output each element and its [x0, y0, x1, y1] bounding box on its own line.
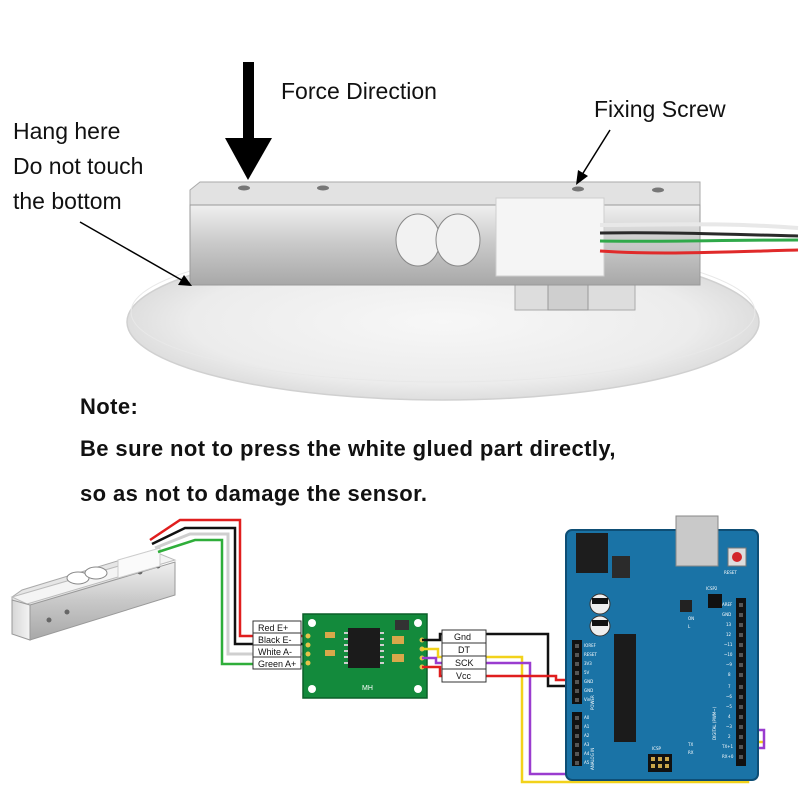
- microcontroller: [614, 634, 636, 742]
- pin-label-dt: DT: [458, 645, 470, 655]
- svg-text:4: 4: [728, 714, 731, 719]
- svg-text:12: 12: [726, 632, 732, 637]
- header-labels: AREF GND 13 12 ~11 ~10 ~9 8 7 ~6 ~5 4 ~3…: [721, 602, 734, 759]
- svg-text:A3: A3: [584, 742, 590, 747]
- svg-text:A0: A0: [584, 715, 590, 720]
- svg-text:GND: GND: [584, 688, 593, 693]
- wire-label-red: Red E+: [258, 623, 288, 633]
- load-cell-small: [10, 547, 177, 641]
- svg-text:ICSP: ICSP: [652, 746, 662, 751]
- svg-text:AREF: AREF: [722, 602, 733, 607]
- note-line-1: Be sure not to press the white glued par…: [80, 436, 616, 461]
- svg-text:2: 2: [728, 734, 731, 739]
- fixing-screw-pointer: [576, 129, 611, 185]
- wire-labels-left: Red E+ Black E- White A- Green A+: [252, 620, 302, 670]
- svg-text:~6: ~6: [726, 694, 732, 699]
- module-pin-labels: Gnd DT SCK Vcc: [441, 629, 487, 683]
- analog-header: [572, 712, 582, 766]
- force-direction-label: Force Direction: [281, 78, 437, 104]
- module-marking: MH: [362, 685, 373, 692]
- svg-text:13: 13: [726, 622, 732, 627]
- svg-text:TX+1: TX+1: [721, 744, 734, 749]
- svg-text:5V: 5V: [584, 670, 590, 675]
- svg-text:A5: A5: [584, 760, 590, 765]
- svg-text:~10: ~10: [724, 652, 733, 657]
- svg-text:Vin: Vin: [584, 697, 591, 702]
- svg-text:~11: ~11: [724, 642, 733, 647]
- power-labels: IOREF RESET 3V3 5V GND GND Vin: [584, 643, 597, 702]
- wire-label-white: White A-: [258, 647, 292, 657]
- svg-text:GND: GND: [584, 679, 593, 684]
- hang-here-label: Hang here Do not touch the bottom: [13, 114, 143, 219]
- white-glued-part: [495, 197, 605, 277]
- hx711-module: MH: [302, 613, 428, 699]
- wire-label-black: Black E-: [258, 635, 292, 645]
- pin-label-sck: SCK: [455, 658, 474, 668]
- usb-port: [675, 515, 719, 567]
- svg-text:POWER: POWER: [590, 695, 595, 710]
- svg-text:RESET: RESET: [584, 652, 597, 657]
- hang-here-line-1: Hang here: [13, 118, 121, 144]
- load-cell-wires-photo: [599, 222, 799, 255]
- wire-label-green: Green A+: [258, 659, 296, 669]
- svg-text:GND: GND: [722, 612, 731, 617]
- hang-here-pointer: [79, 221, 192, 286]
- svg-text:ICSP2: ICSP2: [706, 586, 718, 591]
- load-cell-photo: [189, 181, 701, 286]
- svg-text:TX: TX: [687, 742, 693, 747]
- svg-text:8: 8: [728, 672, 731, 677]
- note-title: Note:: [80, 394, 139, 419]
- svg-text:7: 7: [728, 684, 731, 689]
- arduino-board: AREF GND 13 12 ~11 ~10 ~9 8 7 ~6 ~5 4 ~3…: [565, 515, 759, 781]
- svg-text:A1: A1: [584, 724, 590, 729]
- hang-here-line-3: the bottom: [13, 188, 122, 214]
- svg-text:RX: RX: [688, 750, 694, 755]
- note-line-2: so as not to damage the sensor.: [80, 481, 428, 506]
- svg-text:RX+0: RX+0: [722, 754, 734, 759]
- board-markings: RESET ICSP ICSP2 POWER ANALOG IN DIGITAL…: [590, 570, 737, 770]
- svg-text:ON: ON: [688, 616, 694, 621]
- svg-text:~9: ~9: [726, 662, 732, 667]
- svg-text:RESET: RESET: [724, 570, 737, 575]
- digital-header: [736, 598, 746, 766]
- pin-label-vcc: Vcc: [456, 671, 472, 681]
- svg-text:A4: A4: [584, 751, 590, 756]
- force-arrow-icon: [225, 62, 272, 180]
- svg-text:3V3: 3V3: [584, 661, 592, 666]
- fixing-screw-label: Fixing Screw: [594, 96, 726, 122]
- hang-here-line-2: Do not touch: [13, 153, 144, 179]
- svg-text:L: L: [688, 624, 691, 629]
- pin-label-gnd: Gnd: [454, 632, 471, 642]
- svg-text:A2: A2: [584, 733, 590, 738]
- icsp-header: [648, 754, 672, 772]
- svg-text:DIGITAL (PWM~): DIGITAL (PWM~): [712, 706, 717, 740]
- analog-labels: A0 A1 A2 A3 A4 A5: [584, 715, 590, 765]
- svg-text:IOREF: IOREF: [584, 643, 597, 648]
- svg-text:ANALOG IN: ANALOG IN: [590, 748, 595, 770]
- power-jack: [576, 533, 608, 573]
- svg-text:~3: ~3: [726, 724, 732, 729]
- svg-text:~5: ~5: [726, 704, 732, 709]
